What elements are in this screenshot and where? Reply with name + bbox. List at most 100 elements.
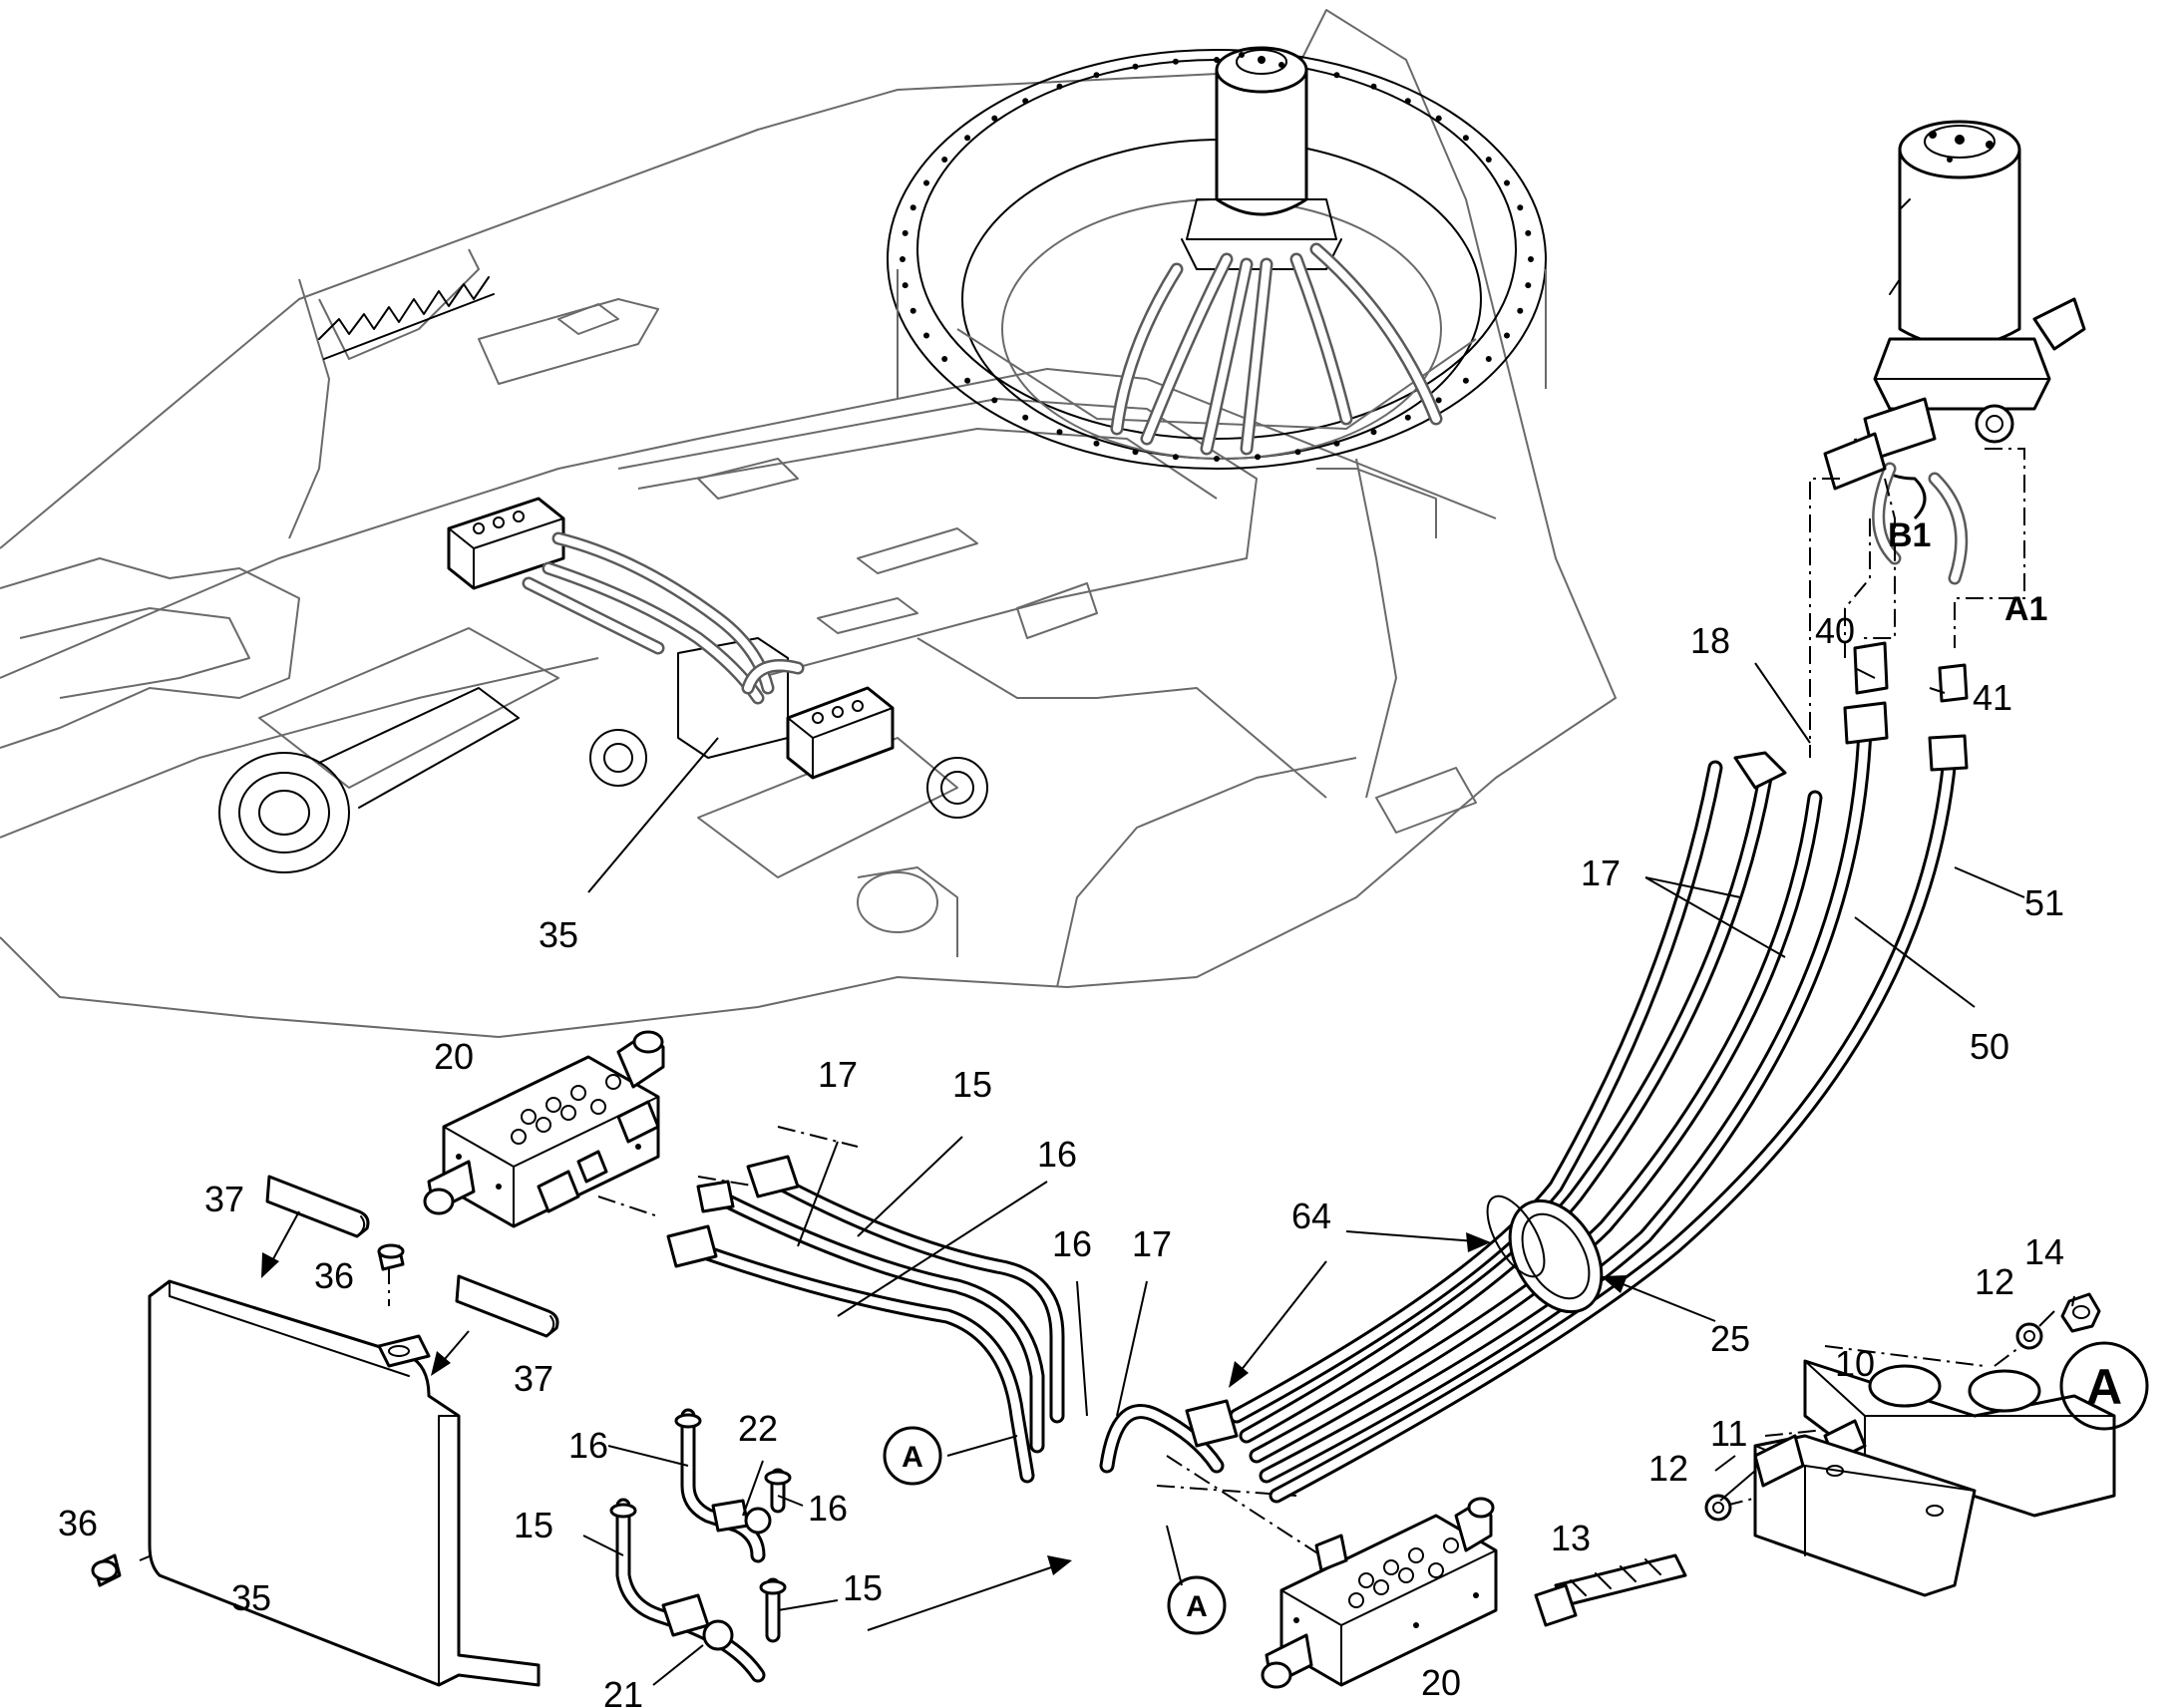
bolt-hole (1294, 449, 1301, 456)
callout-37-top: 37 (204, 1179, 244, 1219)
bolt-hole (1504, 179, 1510, 186)
bolt-hole (1525, 229, 1532, 236)
bolt-hole (923, 179, 929, 186)
callout-15-small-b: 15 (843, 1567, 883, 1608)
clamp-detail (1534, 1292, 2116, 1627)
callout-35-top: 35 (539, 914, 578, 955)
bolt-hole (1255, 454, 1262, 461)
valve-block-20-lower (1261, 1497, 1498, 1689)
callout-51: 51 (2024, 882, 2064, 923)
bolt-hole (1528, 256, 1534, 262)
bolt-hole (1022, 414, 1029, 421)
bolt-hole (1172, 58, 1179, 65)
callout-11: 11 (1710, 1413, 1747, 1454)
bolts-36 (91, 1243, 405, 1587)
bolt-hole (1370, 429, 1377, 436)
bolt-hole (923, 332, 929, 339)
callout-21: 21 (603, 1674, 643, 1708)
callout-36-top: 36 (314, 1255, 354, 1296)
callout-16-small-a: 16 (568, 1425, 608, 1466)
bolt-hole (1333, 440, 1340, 447)
callout-15-mid: 15 (952, 1064, 992, 1105)
svg-text:A: A (2086, 1359, 2122, 1415)
bolt-hole (1056, 83, 1063, 90)
shield-plate-35 (148, 1279, 541, 1687)
bolt-hole (1525, 282, 1532, 289)
svg-text:A: A (902, 1441, 923, 1474)
bolt-hole (941, 157, 948, 163)
fitting-assembly-21 (609, 1498, 787, 1683)
bolt-hole (1485, 356, 1492, 362)
callout-41: 41 (1973, 677, 2012, 718)
bolt-hole (902, 229, 908, 236)
bolt-hole (902, 282, 908, 289)
port-label-a1: A1 (2004, 590, 2047, 628)
bolt-hole (909, 204, 916, 211)
bolt-hole (1132, 449, 1139, 456)
callout-10: 10 (1835, 1343, 1875, 1384)
port-label-b1: B1 (1888, 516, 1931, 554)
callout-17-right: 17 (1581, 853, 1621, 893)
fitting-assembly-22 (674, 1408, 792, 1563)
bolt-hole (1404, 98, 1411, 105)
callout-12-bottom: 12 (1648, 1448, 1688, 1489)
rotary-union-exploded (1823, 120, 2086, 585)
bolt-hole (941, 356, 948, 362)
bolt-hole (1093, 440, 1100, 447)
callout-16-mid: 16 (1037, 1134, 1077, 1175)
hose-bundle (680, 720, 1958, 1504)
detail-marker-bottom: A (1167, 1575, 1227, 1635)
rotary-union-installed (1110, 46, 1443, 456)
installed-valve-block-right (741, 659, 895, 780)
callout-64: 64 (1291, 1196, 1331, 1236)
chassis-frame (0, 9, 1617, 1038)
installed-valve-block-left (447, 497, 775, 705)
bolt-hole (1132, 63, 1139, 70)
part-number-labels: 35 18 40 41 17 51 50 20 17 15 16 16 17 6… (58, 516, 2064, 1708)
bolt-hole (900, 256, 906, 262)
callout-18: 18 (1690, 620, 1730, 661)
bolt-hole (1056, 429, 1063, 436)
leader-lines (582, 662, 2075, 1686)
callout-22: 22 (738, 1408, 778, 1449)
callout-16-center: 16 (1052, 1223, 1092, 1264)
callout-40: 40 (1815, 610, 1855, 651)
bolt-hole (1517, 307, 1524, 314)
bolt-hole (1462, 377, 1469, 384)
detail-marker-big: A (2059, 1341, 2149, 1431)
bolt-hole (991, 397, 998, 404)
bolt-hole (1172, 454, 1179, 461)
callout-14: 14 (2024, 1231, 2064, 1272)
callout-50: 50 (1970, 1026, 2009, 1067)
bolt-hole (1504, 332, 1510, 339)
bolt-hole (1435, 397, 1442, 404)
hose-fittings (666, 641, 1969, 1448)
bolt-hole (909, 307, 916, 314)
valve-block-20-upper (423, 1030, 665, 1228)
bolt-hole (1462, 135, 1469, 142)
pointer-arrows (261, 1210, 1716, 1631)
bolt-hole (1485, 157, 1492, 163)
bolt-hole (1022, 98, 1029, 105)
callout-20-bottom: 20 (1421, 1662, 1461, 1703)
callout-36-left: 36 (58, 1503, 98, 1543)
callout-25: 25 (1710, 1318, 1750, 1359)
callout-15-small-a: 15 (514, 1505, 553, 1545)
bolt-hole (964, 377, 971, 384)
bolt-hole (1214, 456, 1220, 462)
callout-12-top: 12 (1975, 1261, 2014, 1302)
bolt-hole (1333, 72, 1340, 79)
bolt-hole (1435, 115, 1442, 122)
callout-17-center: 17 (1132, 1223, 1172, 1264)
callout-35-bottom: 35 (231, 1577, 271, 1618)
rubber-pads-37 (265, 1175, 559, 1338)
bolt-hole (1404, 414, 1411, 421)
hose-clamp-ring (1486, 1195, 1604, 1314)
callout-17-mid: 17 (818, 1054, 858, 1095)
bolt-hole (1370, 83, 1377, 90)
detail-marker-left: A (883, 1426, 942, 1486)
svg-text:A: A (1186, 1590, 1208, 1623)
bolt-hole (1093, 72, 1100, 79)
bolt-hole (991, 115, 998, 122)
